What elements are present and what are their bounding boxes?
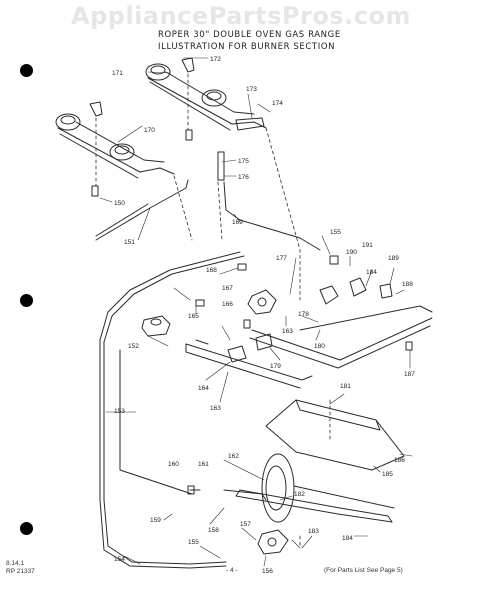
main-gas-line-153	[99, 251, 241, 569]
callout-153: 153	[114, 408, 125, 415]
binder-hole-middle	[20, 294, 33, 307]
callout-163b: 163	[210, 405, 221, 412]
callout-190: 190	[346, 249, 357, 256]
callout-187: 187	[404, 371, 415, 378]
callout-164: 164	[198, 385, 209, 392]
parts-list-note: (For Parts List See Page 5)	[324, 567, 403, 574]
callout-170: 170	[144, 127, 155, 134]
diagram-subtitle: ILLUSTRATION FOR BURNER SECTION	[158, 42, 336, 52]
rear-burner-assembly	[145, 57, 267, 141]
callout-184a: 184	[366, 269, 377, 276]
callout-178: 178	[298, 311, 309, 318]
callout-159: 159	[150, 517, 161, 524]
pilot-tube-169	[223, 181, 321, 251]
callout-186: 186	[394, 457, 405, 464]
callout-157: 157	[240, 521, 251, 528]
callout-163a: 163	[282, 328, 293, 335]
diagram-title: ROPER 30" DOUBLE OVEN GAS RANGE	[158, 30, 341, 40]
leader-lines	[99, 57, 413, 567]
callout-188: 188	[402, 281, 413, 288]
document-revision: RP 21337	[6, 568, 35, 575]
callout-169: 169	[232, 219, 243, 226]
callout-152: 152	[128, 343, 139, 350]
callout-189: 189	[388, 255, 399, 262]
callout-167: 167	[222, 285, 233, 292]
gas-valves	[195, 255, 413, 363]
callout-171: 171	[112, 70, 123, 77]
callout-180: 180	[314, 343, 325, 350]
thermocouple-175	[217, 151, 225, 181]
callout-191: 191	[362, 242, 373, 249]
callout-172: 172	[210, 56, 221, 63]
oven-burner-manifold	[185, 305, 433, 389]
watermark: AppliancePartsPros.com	[71, 2, 411, 30]
callout-176: 176	[238, 174, 249, 181]
callout-185: 185	[382, 471, 393, 478]
broiler-burner-assembly	[187, 453, 295, 555]
callout-168: 168	[206, 267, 217, 274]
callout-160: 160	[168, 461, 179, 468]
callout-156: 156	[262, 568, 273, 575]
callout-161: 161	[198, 461, 209, 468]
callout-154: 154	[114, 556, 125, 563]
callout-158: 158	[208, 527, 219, 534]
callout-151: 151	[124, 239, 135, 246]
oven-burner-185	[235, 489, 393, 523]
pressure-regulator-152	[141, 315, 171, 337]
callout-173: 173	[246, 86, 257, 93]
callout-179: 179	[270, 363, 281, 370]
callout-labels: 172 171 173 174 170 175 176 150 169 155 …	[112, 56, 415, 575]
callout-182: 182	[294, 491, 305, 498]
callout-174: 174	[272, 100, 283, 107]
page-number: - 4 -	[226, 567, 238, 574]
callout-162: 162	[228, 453, 239, 460]
callout-166: 166	[222, 301, 233, 308]
callout-183: 183	[308, 528, 319, 535]
document-code: 8.14.1	[6, 560, 25, 567]
callout-150: 150	[114, 200, 125, 207]
pilot-tube-151	[95, 179, 189, 241]
callout-165: 165	[188, 313, 199, 320]
callout-177: 177	[276, 255, 287, 262]
front-burner-assembly	[55, 101, 175, 197]
callout-155b: 155	[188, 539, 199, 546]
binder-hole-top	[20, 64, 33, 77]
alignment-lines	[95, 73, 331, 549]
callout-181: 181	[340, 383, 351, 390]
callout-175: 175	[238, 158, 249, 165]
callout-184b: 184	[342, 535, 353, 542]
callout-155a: 155	[330, 229, 341, 236]
binder-hole-bottom	[20, 522, 33, 535]
